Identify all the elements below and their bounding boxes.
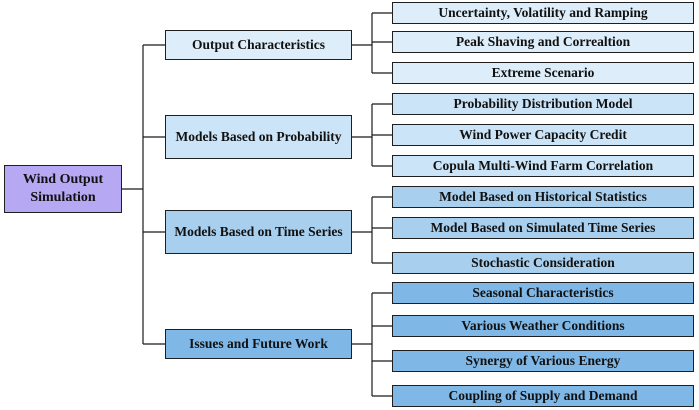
leaf-node-seasonal-characteristics: Seasonal Characteristics: [392, 282, 694, 304]
leaf-node-wind-power-capacity-credit: Wind Power Capacity Credit: [392, 124, 694, 146]
leaf-node-simulated-time-series-model: Model Based on Simulated Time Series: [392, 217, 694, 239]
leaf-node-synergy-of-various-energy: Synergy of Various Energy: [392, 350, 694, 372]
leaf-node-various-weather-conditions: Various Weather Conditions: [392, 315, 694, 337]
leaf-node-historical-statistics-model: Model Based on Historical Statistics: [392, 186, 694, 208]
root-node-wind-output-simulation: Wind Output Simulation: [4, 165, 122, 213]
leaf-node-probability-distribution-model: Probability Distribution Model: [392, 93, 694, 115]
leaf-node-uncertainty-volatility-ramping: Uncertainty, Volatility and Ramping: [392, 2, 694, 24]
leaf-node-peak-shaving-correlation: Peak Shaving and Correaltion: [392, 31, 694, 53]
branch-node-models-based-on-time-series: Models Based on Time Series: [165, 210, 352, 254]
leaf-node-copula-multi-wind-farm-correlation: Copula Multi-Wind Farm Correlation: [392, 155, 694, 177]
branch-node-models-based-on-probability: Models Based on Probability: [165, 115, 352, 159]
branch-node-output-characteristics: Output Characteristics: [165, 30, 352, 60]
leaf-node-coupling-of-supply-and-demand: Coupling of Supply and Demand: [392, 385, 694, 407]
leaf-node-stochastic-consideration: Stochastic Consideration: [392, 252, 694, 274]
leaf-node-extreme-scenario: Extreme Scenario: [392, 62, 694, 84]
branch-node-issues-and-future-work: Issues and Future Work: [165, 329, 352, 359]
